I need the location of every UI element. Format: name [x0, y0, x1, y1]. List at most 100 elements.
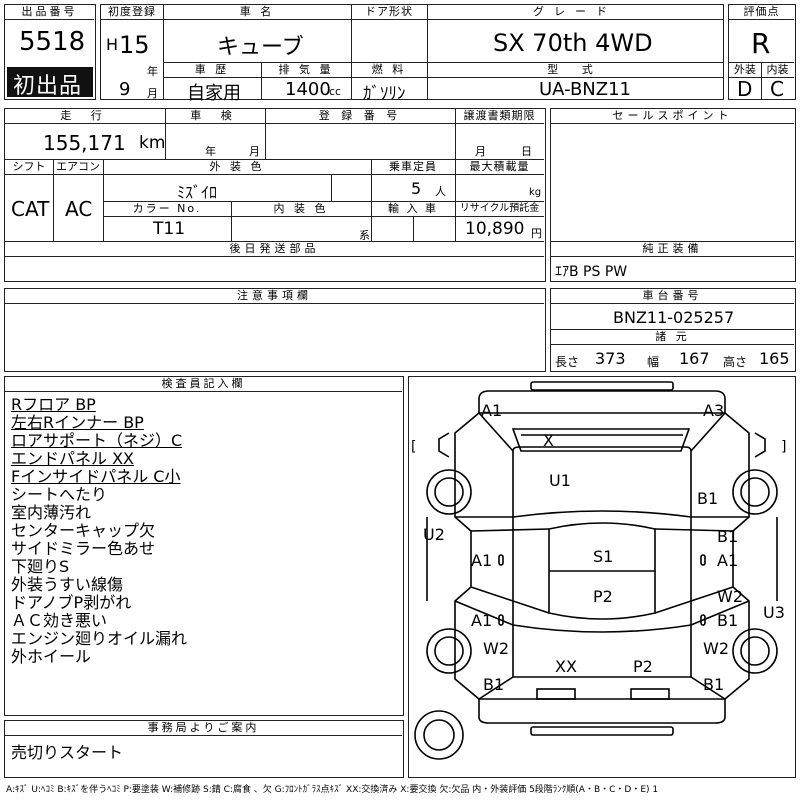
capacity-unit: 人	[435, 185, 446, 198]
list-item: ＡＣ効き悪い	[11, 611, 108, 630]
bracket-right: ]	[781, 439, 787, 455]
model: UA-BNZ11	[539, 79, 631, 100]
height: 165	[759, 349, 790, 368]
era-prefix: H	[106, 35, 119, 54]
shift-label: シフト	[5, 160, 53, 175]
chassis-box: 車台番号 BNZ11-025257 諸 元 長さ 373 幅 167 高さ 16…	[550, 288, 796, 372]
reg-month: 9	[119, 79, 131, 100]
interior-grade-label: 内装	[761, 63, 794, 78]
caution-label: 注意事項欄	[5, 289, 544, 304]
recycle-unit: 円	[531, 227, 542, 240]
damage-mark: W2	[483, 639, 509, 658]
list-item: 室内薄汚れ	[11, 503, 92, 522]
first-listing-text: 初出品	[13, 74, 83, 99]
caution-box: 注意事項欄	[4, 288, 546, 372]
damage-mark: A1	[471, 611, 493, 630]
list-item: Rフロア BP	[11, 395, 96, 414]
bracket-left: [	[411, 439, 417, 455]
inspection-year-unit: 年	[205, 145, 216, 158]
damage-mark: P2	[593, 587, 613, 606]
height-label: 高さ	[723, 355, 748, 369]
sales-point-label: セールスポイント	[551, 109, 794, 124]
lot-label: 出品番号	[5, 5, 94, 20]
lot-box: 出品番号 5518 初出品	[4, 4, 96, 100]
inspector-notes: Rフロア BP 左右Rインナー BP ロアサポート（ネジ）C エンドパネル XX…	[11, 396, 391, 666]
list-item: センターキャップ欠	[11, 521, 156, 540]
damage-mark: P2	[633, 657, 653, 676]
list-item: サイドミラー色あせ	[11, 539, 156, 558]
damage-mark: W2	[703, 639, 729, 658]
grade-label: グレード	[427, 5, 723, 20]
list-item: Fインサイドパネル C小	[11, 467, 181, 486]
damage-mark: A1	[717, 551, 739, 570]
damage-mark: A3	[703, 401, 725, 420]
car-name-label: 車 名	[163, 5, 351, 20]
history: 自家用	[187, 83, 241, 104]
inspection-label: 車 検	[165, 109, 265, 124]
interior-unit: 系	[359, 229, 370, 242]
score: R	[751, 27, 771, 60]
exterior-color: ﾐｽﾞｲﾛ	[177, 183, 218, 202]
length: 373	[595, 349, 626, 368]
genuine-label: 純正装備	[551, 242, 794, 257]
vehicle-header: 初度登録 車 名 ドア形状 グレード H 15 年 キューブ SX 70th 4…	[100, 4, 724, 104]
inspector-label: 検査員記入欄	[5, 377, 402, 392]
interior-color-label: 内 装 色	[231, 202, 371, 217]
exterior-grade-label: 外装	[729, 63, 761, 78]
mileage: 155,171	[43, 131, 126, 155]
score-label: 評価点	[729, 5, 794, 20]
damage-mark: U2	[423, 525, 445, 544]
grade: SX 70th 4WD	[493, 29, 653, 57]
model-label: 型 式	[427, 63, 723, 78]
reg-year-unit: 年	[147, 65, 158, 78]
recycle-label: リサイクル預託金	[455, 202, 544, 217]
list-item: エンジン廻りオイル漏れ	[11, 629, 188, 648]
interior-grade: C	[770, 77, 784, 101]
dims-label: 諸 元	[551, 330, 794, 345]
aircon-label: エアコン	[53, 160, 103, 175]
list-item: 下廻りS	[11, 557, 70, 576]
transfer-day-unit: 日	[521, 145, 532, 158]
damage-mark: XX	[555, 657, 577, 676]
damage-mark: B1	[697, 489, 719, 508]
shift: CAT	[11, 197, 50, 221]
exterior-color-label: 外 装 色	[103, 160, 371, 175]
damage-mark: B1	[483, 675, 505, 694]
list-item: シートへたり	[11, 485, 108, 504]
office-text: 売切りスタート	[11, 743, 124, 762]
inspection-month-unit: 月	[249, 145, 260, 158]
history-label: 車 歴	[163, 63, 261, 78]
color-no-label: カラー No.	[103, 202, 231, 217]
later-parts-label: 後日発送部品	[5, 242, 544, 257]
chassis-number: BNZ11-025257	[613, 308, 735, 327]
color-no: T11	[153, 219, 186, 239]
list-item: 外装うすい線傷	[11, 575, 124, 594]
car-name: キューブ	[217, 35, 304, 60]
capacity-label: 乗車定員	[371, 160, 455, 175]
damage-mark: X	[543, 431, 554, 450]
fuel-label: 燃 料	[351, 63, 427, 78]
import-label: 輸 入 車	[371, 202, 455, 217]
first-reg-label: 初度登録	[101, 5, 163, 20]
inspector-box: 検査員記入欄 Rフロア BP 左右Rインナー BP ロアサポート（ネジ）C エン…	[4, 376, 404, 716]
capacity: 5	[411, 179, 422, 198]
reg-year: 15	[119, 31, 150, 59]
damage-mark: S1	[593, 547, 614, 566]
sales-point-box: セールスポイント 純正装備 ｴｱB PS PW	[550, 108, 796, 282]
registration-label: 登 録 番 号	[265, 109, 455, 124]
list-item: 外ホイール	[11, 647, 92, 666]
reg-month-unit: 月	[147, 87, 158, 100]
list-item: 左右Rインナー BP	[11, 413, 144, 432]
displacement-unit: cc	[329, 85, 342, 98]
exterior-grade: D	[737, 77, 753, 101]
legend: A:ｷｽﾞ U:ﾍｺﾐ B:ｷｽﾞを伴うﾍｺﾐ P:要塗装 W:補修跡 S:錆 …	[6, 785, 659, 795]
damage-mark: W2	[717, 587, 743, 606]
width: 167	[679, 349, 710, 368]
aircon: AC	[65, 197, 93, 221]
mileage-label: 走 行	[5, 109, 165, 124]
recycle-fee: 10,890	[465, 219, 525, 239]
max-load-unit: kg	[529, 187, 542, 198]
damage-mark: B1	[717, 611, 739, 630]
displacement-label: 排 気 量	[261, 63, 351, 78]
mileage-unit: km	[139, 133, 166, 153]
